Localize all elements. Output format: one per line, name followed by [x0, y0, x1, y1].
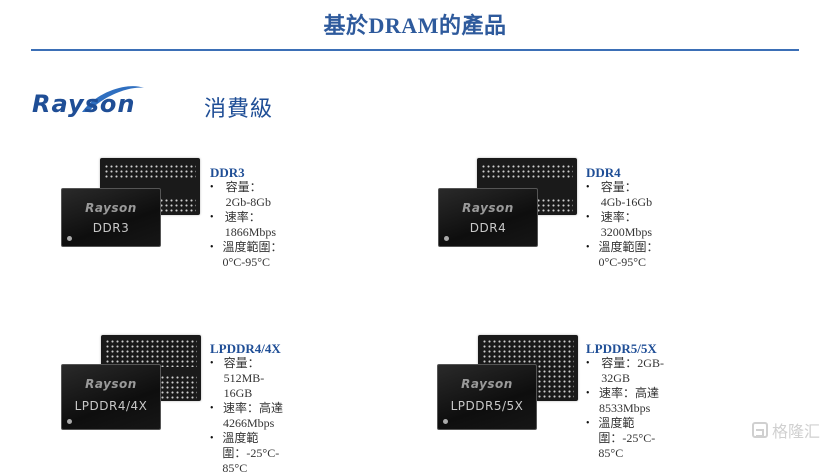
page-title: 基於DRAM的產品: [323, 13, 507, 38]
spec-capacity: • 容量：512MB-16GB: [210, 356, 289, 401]
bullet-icon: •: [586, 358, 590, 369]
chip-image-front: Rayson LPDDR5/5X: [437, 364, 537, 430]
spec-block: DDR4 • 容量：4Gb-16Gb • 速率：3200Mbps • 溫度範圍：0°C…: [586, 165, 659, 270]
spec-text: 溫度範圍：-25°C-85°C: [598, 416, 656, 460]
spec-text: 速率：3200Mbps: [600, 210, 653, 239]
watermark-logo-icon: [752, 422, 768, 438]
chip-brand: Rayson: [461, 377, 513, 391]
chip-brand: Rayson: [462, 201, 514, 215]
bullet-icon: •: [210, 433, 214, 444]
bullet-icon: •: [586, 242, 590, 253]
spec-speed: • 速率：高達4266Mbps: [210, 401, 289, 431]
bullet-icon: •: [210, 212, 214, 223]
rayson-logo: Rayson: [30, 86, 170, 128]
bullet-icon: •: [586, 388, 590, 399]
bullet-icon: •: [210, 242, 214, 253]
product-name: LPDDR4/4X: [210, 341, 281, 356]
spec-block: DDR3 • 容量：2Gb-8Gb • 速率：1866Mbps • 溫度範圍：0°C-…: [210, 165, 283, 270]
spec-speed: • 速率：3200Mbps: [586, 210, 659, 240]
spec-capacity: • 容量：2Gb-8Gb: [210, 180, 283, 210]
spec-text: 速率：高達8533Mbps: [599, 386, 660, 415]
spec-capacity: • 容量：2GB-32GB: [586, 356, 665, 386]
chip-pin1-dot: [67, 419, 72, 424]
bullet-icon: •: [586, 182, 590, 193]
chip-pin1-dot: [443, 419, 448, 424]
spec-text: 容量：2Gb-8Gb: [225, 180, 271, 209]
spec-capacity: • 容量：4Gb-16Gb: [586, 180, 659, 210]
logo-text: Rayson: [32, 90, 136, 118]
spec-text: 速率：高達4266Mbps: [223, 401, 284, 430]
spec-speed: • 速率：1866Mbps: [210, 210, 283, 240]
title-divider: [31, 49, 799, 51]
spec-temperature: • 溫度範圍：0°C-95°C: [586, 240, 659, 270]
spec-text: 溫度範圍：0°C-95°C: [598, 240, 659, 269]
spec-text: 溫度範圍：0°C-95°C: [222, 240, 283, 269]
chip-pin1-dot: [67, 236, 72, 241]
chip-brand: Rayson: [85, 201, 137, 215]
bullet-icon: •: [586, 212, 590, 223]
chip-model-label: LPDDR4/4X: [74, 399, 148, 413]
logo-swoosh-icon: [82, 86, 144, 112]
spec-block: LPDDR5/5X • 容量：2GB-32GB • 速率：高達8533Mbps • 溫…: [586, 341, 665, 461]
bullet-icon: •: [210, 358, 214, 369]
spec-text: 速率：1866Mbps: [224, 210, 277, 239]
spec-text: 容量：2GB-32GB: [601, 356, 664, 385]
spec-text: 溫度範圍：-25°C-85°C: [222, 431, 280, 475]
section-label: 消費級: [204, 97, 274, 122]
bullet-icon: •: [586, 418, 590, 429]
watermark-text: 格隆汇: [772, 422, 821, 441]
chip-image-front: Rayson DDR3: [61, 188, 161, 247]
chip-pin1-dot: [444, 236, 449, 241]
spec-text: 容量：4Gb-16Gb: [600, 180, 653, 209]
spec-speed: • 速率：高達8533Mbps: [586, 386, 665, 416]
bullet-icon: •: [210, 182, 214, 193]
spec-block: LPDDR4/4X •容量：512MB-16GB •速率：高達4266Mbps …: [210, 341, 289, 476]
bullet-icon: •: [210, 403, 214, 414]
chip-image-front: Rayson DDR4: [438, 188, 538, 247]
spec-temperature: • 溫度範圍：-25°C-85°C: [210, 431, 289, 476]
spec-text: 容量：512MB-16GB: [223, 356, 265, 400]
watermark: 格隆汇: [752, 418, 820, 442]
chip-model-label: DDR4: [469, 221, 507, 235]
spec-temperature: • 溫度範圍：0°C-95°C: [210, 240, 283, 270]
chip-model-label: LPDDR5/5X: [450, 399, 524, 413]
chip-brand: Rayson: [85, 377, 137, 391]
chip-image-front: Rayson LPDDR4/4X: [61, 364, 161, 430]
product-name: DDR3: [210, 165, 245, 180]
product-name: LPDDR5/5X: [586, 341, 657, 356]
chip-model-label: DDR3: [92, 221, 130, 235]
product-name: DDR4: [586, 165, 621, 180]
spec-temperature: • 溫度範圍：-25°C-85°C: [586, 416, 665, 461]
